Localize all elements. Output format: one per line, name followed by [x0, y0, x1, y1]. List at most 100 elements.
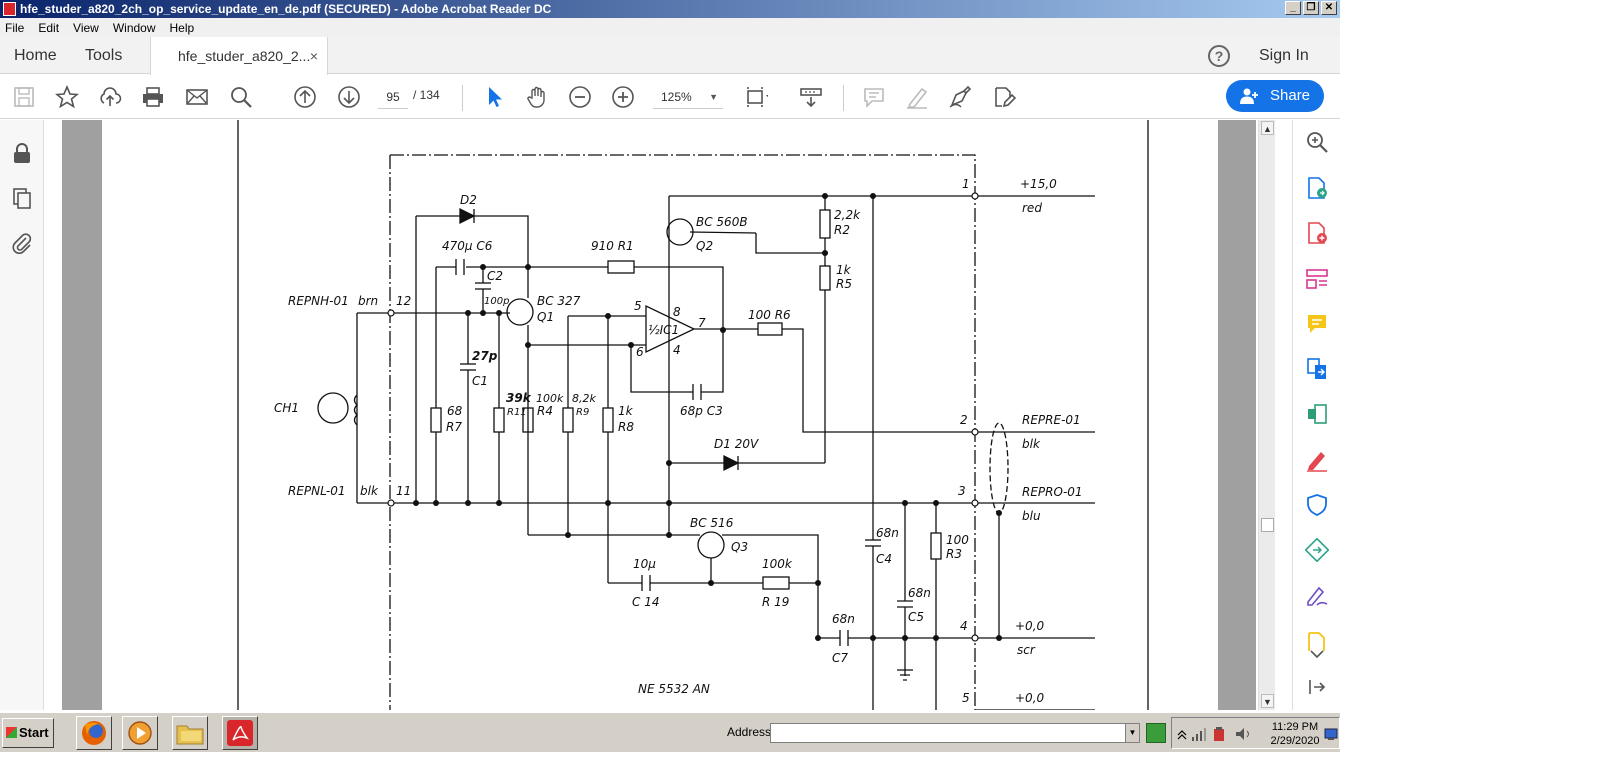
- find-icon[interactable]: [229, 85, 253, 109]
- toolbar-divider: [843, 85, 844, 111]
- tab-home[interactable]: Home: [14, 47, 57, 64]
- window-title: hfe_studer_a820_2ch_op_service_update_en…: [20, 2, 552, 16]
- collapse-panel-icon[interactable]: [1305, 675, 1329, 699]
- start-label: Start: [19, 725, 49, 740]
- right-tools-pane: [1292, 120, 1340, 710]
- firefox-taskbar-icon[interactable]: [76, 716, 112, 750]
- tab-document[interactable]: hfe_studer_a820_2... ×: [150, 37, 328, 75]
- send-for-review-icon[interactable]: [1305, 538, 1329, 562]
- print-icon[interactable]: [141, 85, 165, 109]
- create-pdf-icon[interactable]: [1305, 221, 1329, 245]
- comment-icon[interactable]: [862, 85, 886, 109]
- scrollbar-thumb[interactable]: [1261, 518, 1274, 532]
- media-player-taskbar-icon[interactable]: [122, 716, 158, 750]
- organize-pages-icon[interactable]: [1305, 267, 1329, 291]
- system-tray: 11:29 PM 2/29/2020: [1171, 717, 1340, 749]
- label-r6: 100 R6: [748, 308, 791, 322]
- sign-in-link[interactable]: Sign In: [1259, 47, 1309, 64]
- tab-bar: Home Tools hfe_studer_a820_2... × ? Sign…: [0, 37, 1340, 75]
- label-red: red: [1022, 201, 1042, 215]
- label-r8: R8: [618, 420, 634, 434]
- label-r5v: 1k: [836, 263, 852, 277]
- upload-cloud-icon[interactable]: [98, 85, 122, 109]
- file-explorer-taskbar-icon[interactable]: [172, 716, 208, 750]
- volume-icon: [1236, 728, 1249, 740]
- label-pin6: 6: [636, 345, 644, 359]
- zoom-in-icon[interactable]: [611, 85, 635, 109]
- comment-tool-icon[interactable]: [1305, 312, 1329, 336]
- label-c1: C1: [472, 374, 488, 388]
- save-icon[interactable]: [12, 85, 36, 109]
- address-input[interactable]: ▼: [770, 723, 1140, 743]
- stamp-icon[interactable]: [1305, 627, 1329, 651]
- close-window-button[interactable]: ✕: [1321, 1, 1337, 15]
- page-fit-icon[interactable]: [744, 85, 769, 109]
- menu-help[interactable]: Help: [169, 20, 195, 35]
- label-c3: 68p C3: [680, 404, 723, 418]
- attachment-paperclip-icon[interactable]: [11, 232, 33, 254]
- label-pin5-conn: 5: [962, 691, 970, 705]
- next-page-icon[interactable]: [337, 85, 361, 109]
- zoom-level-dropdown[interactable]: 125% ▼: [653, 85, 723, 109]
- label-pin5: 5: [634, 299, 642, 313]
- go-arrow-icon[interactable]: [1146, 723, 1166, 743]
- minimize-button[interactable]: _: [1285, 1, 1301, 15]
- page-number-input[interactable]: [378, 85, 408, 109]
- menu-window[interactable]: Window: [112, 20, 156, 35]
- label-r3: R3: [946, 547, 962, 561]
- label-15v: +15,0: [1020, 177, 1057, 191]
- select-cursor-icon[interactable]: [482, 85, 506, 109]
- fill-sign-icon[interactable]: [1305, 448, 1329, 472]
- label-r11: R11: [507, 407, 527, 418]
- menu-file[interactable]: File: [5, 20, 25, 35]
- combine-files-icon[interactable]: [1305, 357, 1329, 381]
- protect-shield-icon[interactable]: [1305, 493, 1329, 517]
- label-d1: D1 20V: [714, 437, 759, 451]
- pages-thumbnail-icon[interactable]: [11, 187, 33, 209]
- bookmark-star-icon[interactable]: [54, 84, 80, 109]
- label-scr: scr: [1017, 643, 1036, 657]
- page-total: / 134: [413, 88, 440, 102]
- chevron-down-icon[interactable]: [1305, 642, 1329, 666]
- edit-pages-icon[interactable]: [1305, 402, 1329, 426]
- edit-pdf-icon[interactable]: [992, 85, 1017, 109]
- export-pdf-icon[interactable]: [1305, 176, 1329, 200]
- email-icon[interactable]: [185, 85, 209, 109]
- help-icon[interactable]: ?: [1208, 45, 1230, 67]
- zoom-out-icon[interactable]: [568, 85, 592, 109]
- title-bar: hfe_studer_a820_2ch_op_service_update_en…: [0, 0, 1340, 18]
- tab-tools[interactable]: Tools: [85, 47, 123, 64]
- scrolling-mode-icon[interactable]: [799, 85, 823, 109]
- acrobat-taskbar-icon[interactable]: [222, 716, 258, 750]
- share-button[interactable]: Share: [1226, 80, 1324, 112]
- restore-button[interactable]: ❐: [1303, 1, 1319, 15]
- windows-taskbar: Start Address ▼ 11:29 PM: [0, 712, 1340, 752]
- show-desktop-icon[interactable]: [1324, 727, 1338, 741]
- menu-bar: File Edit View Window Help: [0, 18, 1340, 37]
- label-pin2: 2: [960, 413, 968, 427]
- signature-pen-icon[interactable]: [1305, 583, 1329, 607]
- tray-chevron-icon: [1177, 730, 1187, 740]
- label-r19: R 19: [762, 595, 789, 609]
- menu-view[interactable]: View: [73, 20, 99, 35]
- previous-page-icon[interactable]: [293, 85, 317, 109]
- scroll-down-icon[interactable]: ▼: [1261, 694, 1274, 708]
- scroll-up-icon[interactable]: ▲: [1261, 121, 1274, 135]
- chevron-down-icon[interactable]: ▼: [1125, 724, 1139, 742]
- acrobat-app-icon: [3, 2, 16, 16]
- start-button[interactable]: Start: [2, 718, 54, 748]
- sign-pen-icon[interactable]: [948, 85, 972, 109]
- vertical-scrollbar[interactable]: ▲ ▼: [1258, 120, 1275, 710]
- network-signal-icon: [1192, 728, 1206, 741]
- zoom-search-icon[interactable]: [1305, 130, 1329, 154]
- chevron-down-icon: ▼: [709, 92, 718, 102]
- hand-tool-icon[interactable]: [525, 85, 549, 109]
- label-pin3: 3: [958, 484, 966, 498]
- close-tab-icon[interactable]: ×: [309, 48, 318, 64]
- document-viewport[interactable]: D2 470µ C6 910 R1 BC 560B Q2 2,2k R2 1k …: [44, 120, 1256, 710]
- lock-icon[interactable]: [11, 142, 33, 164]
- label-repnl: REPNL-01: [288, 484, 346, 498]
- highlight-pen-icon[interactable]: [905, 85, 929, 109]
- clock[interactable]: 11:29 PM 2/29/2020: [1267, 720, 1323, 748]
- menu-edit[interactable]: Edit: [38, 20, 60, 35]
